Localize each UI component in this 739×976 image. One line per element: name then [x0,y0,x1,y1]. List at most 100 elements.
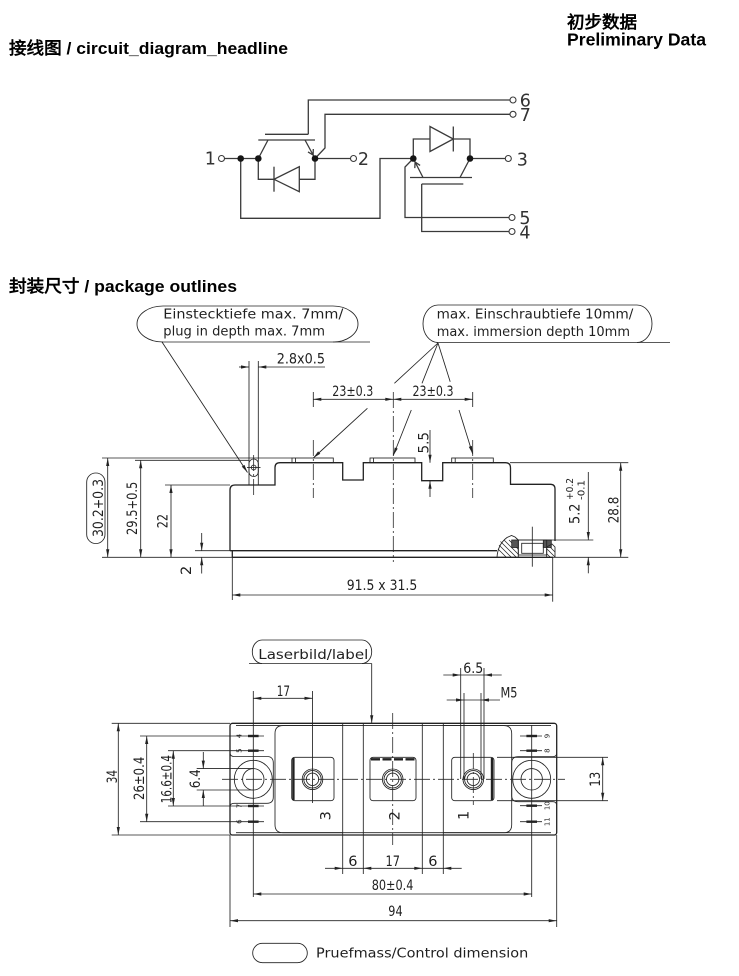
package-outlines-headline: 封装尺寸 / package outlines [9,276,237,296]
junction-dot-icon [410,155,417,162]
mounting-tab-left [229,753,274,807]
emitter-arrow-icon [414,160,421,169]
terminal-7: 7 [509,106,531,126]
terminal-connector-icon [349,154,358,163]
arrowhead-icon [484,673,492,677]
seal-section-left [511,539,519,548]
diode-triangle-icon [272,165,300,193]
arrowhead-icon [201,790,205,798]
terminal-connector-icon [508,227,516,236]
arrowhead-icon [201,760,205,769]
terminals: 1 2 3 4 5 6 7 [205,92,531,244]
arrowhead-icon [468,445,473,454]
terminal-plate [369,756,417,802]
circuit-diagram-headline: 接线图 / circuit_diagram_headline [9,38,288,58]
junction-dots [237,155,474,162]
arrowhead-icon [171,798,175,806]
terminal-nut-ring [383,770,402,789]
junction-dot-icon [254,155,262,162]
dim-label-slot-depth: 5.5 [417,432,433,454]
hatch-line [546,548,556,558]
arrowhead-icon [443,866,452,870]
terminal-connector-icon [217,154,226,163]
dim-label-mount-hole-diameter: 6.4 [188,769,204,788]
module-outline-top [229,722,558,874]
arrowhead-icon [393,397,402,401]
arrowhead-icon [241,464,248,473]
dim-label-mount-height-tol-upper: +0.2 [565,478,576,500]
dim-label-baseplate-thickness: 2 [179,566,195,575]
control-dimension-legend: Pruefmass/Control dimension [252,942,528,964]
wire-midpoint-loop [240,157,414,219]
wire-aux-emitter-upper-terminal-7 [314,113,510,159]
aux-pin-label: 11 [544,817,552,826]
arrowhead-icon [370,715,374,724]
dims-top-view-upper: 17 6.5 M5 [253,661,518,779]
terminal-1: 1 [205,150,226,170]
terminal-nut-ring [303,770,322,789]
aux-pin-label: 7 [236,804,244,808]
junction-dot-icon [466,155,474,162]
igbt-lower [410,158,472,185]
terminal-3: 3 [504,151,528,171]
power-terminal-2-label: 2 [387,811,403,820]
terminal-6: 6 [509,92,531,112]
arrowhead-icon [116,827,120,835]
terminal-nut-icon [301,768,324,791]
arrowhead-icon [393,447,398,456]
terminal-nut-icon [381,768,404,791]
screw-depth-note: max. Einschraubtiefe 10mm/ max. immersio… [313,304,670,459]
aux-pins-right: 9 8 10 11 [520,734,552,826]
dim-label-mount-hole-pitch: 80±0.4 [372,878,414,894]
arrowhead-icon [428,454,432,463]
terminal-nut-ring [464,770,483,789]
arrowhead-icon [586,532,590,540]
dim-baseplate-size: 91.5 x 31.5 [231,557,554,602]
arrowhead-icon [230,919,238,923]
arrowhead-icon [304,696,313,700]
arrowhead-icon [523,892,532,896]
dims-top-view-left: 34 26±0.4 16.6±0.4 6.4 [105,722,254,836]
aux-pin-label: 8 [544,748,552,752]
note-bubble [251,639,373,664]
dim-label-aux-pin-outer-pitch: 26±0.4 [132,757,148,800]
terminal-connector-icon [509,110,517,118]
dim-label-aux-pin-inner-pitch: 16.6±0.4 [160,755,176,803]
aux-pin-label: 5 [236,748,244,752]
dim-label-height-right: 28.8 [606,497,622,524]
leader-line-terminal-3 [394,342,439,384]
dim-label-length: 94 [388,904,402,920]
dim-slot-depth: 5.5 [417,430,433,497]
dim-label-mount-height-tol-lower: -0.1 [577,480,588,500]
bent-tab-section [496,535,519,558]
dim-label-terminal-slot-width: 6.5 [463,661,483,677]
dim-label-hole-to-terminal: 17 [277,684,290,700]
terminal-connector-icon [509,96,517,104]
wiring [224,99,510,233]
diode-upper [257,158,316,193]
arrowhead-icon [116,723,120,732]
terminal-plate [451,756,495,802]
aux-pin-label: 9 [544,734,552,738]
arrowhead-icon [481,698,489,702]
dim-label-terminal-pitch-right: 23±0.3 [413,384,454,400]
mounting-bushing-section [496,526,556,567]
arrowhead-icon [428,480,432,489]
control-dimension-frame-icon [252,942,308,964]
dim-label-mount-height: 5.2 [568,504,584,525]
circuit-diagram: 1 2 3 4 5 6 7 [205,92,531,244]
terminal-nut-icon [462,768,485,791]
hatch-line [498,544,512,558]
power-terminal-2: 2 [369,756,417,820]
arrowhead-icon [464,397,473,401]
hatch-line [549,546,556,553]
arrowhead-icon [200,557,204,566]
terminal-6-label: 6 [520,92,531,112]
dim-label-terminal-plate-width: 13 [588,772,604,787]
arrowhead-icon [253,696,262,700]
dim-label-height-terminal-top: 30.2+0.3 [91,479,107,537]
wire-gate-upper-terminal-6 [307,99,510,135]
preliminary-data-zh: 初步数据 [567,12,637,32]
dim-label-thread: M5 [501,685,518,701]
